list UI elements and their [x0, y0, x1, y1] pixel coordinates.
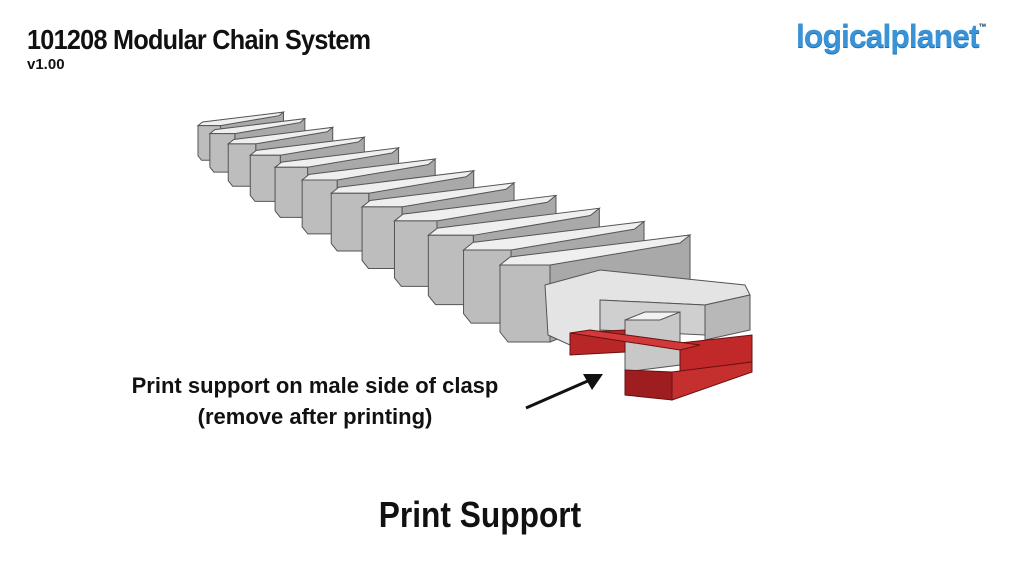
- callout-line-2: (remove after printing): [197, 404, 433, 429]
- version-label: v1.00: [27, 56, 65, 73]
- logo-trademark: ™: [978, 22, 987, 32]
- slide-caption: Print Support: [378, 494, 582, 535]
- support-callout: Print support on male side of clasp (rem…: [80, 370, 550, 432]
- print-support: [569, 329, 753, 401]
- clasp: [544, 269, 751, 373]
- callout-line-1: Print support on male side of clasp: [131, 373, 499, 398]
- callout-arrow: [525, 374, 603, 410]
- page-title: 101208 Modular Chain System: [27, 24, 371, 55]
- logo-text: logicalplanet: [796, 18, 980, 54]
- logo: logicalplanet™: [796, 18, 987, 55]
